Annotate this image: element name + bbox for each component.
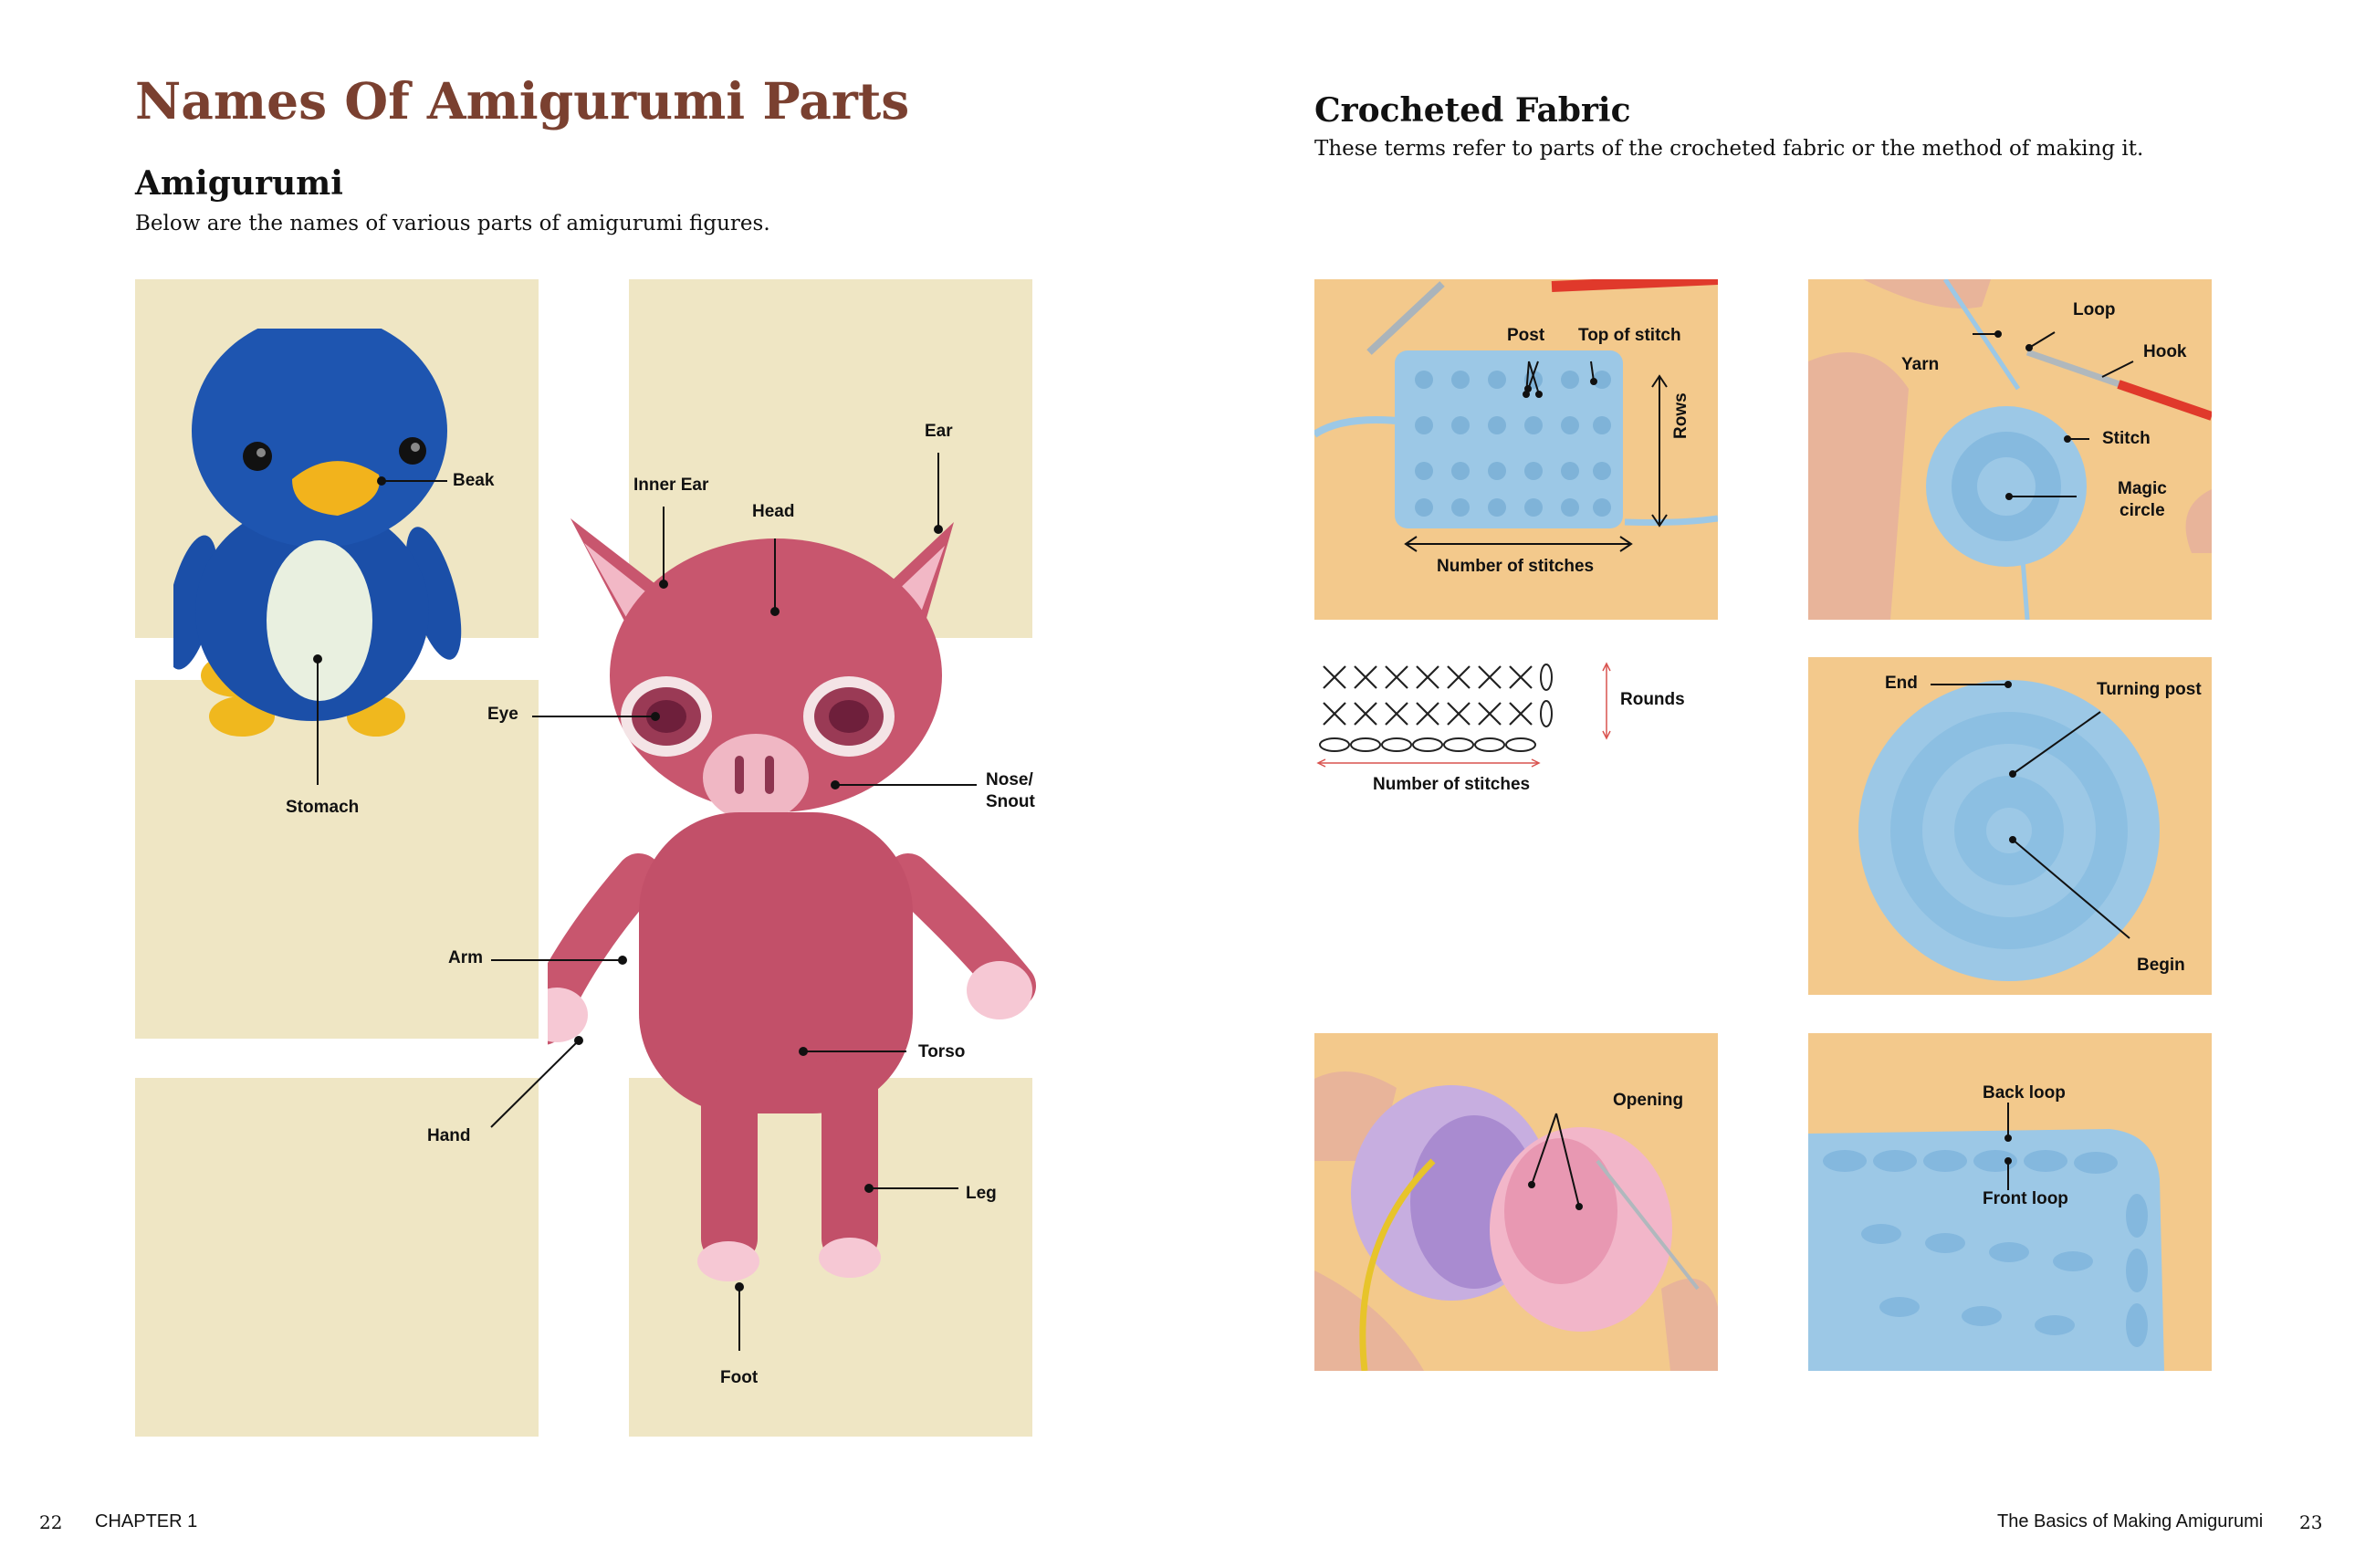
label-number-of-stitches-diagram: Number of stitches (1373, 775, 1531, 794)
running-head: The Basics of Making Amigurumi (1997, 1511, 2264, 1531)
label-foot: Foot (720, 1368, 759, 1387)
label-magic: Magic (2118, 479, 2167, 498)
label-hand: Hand (427, 1126, 471, 1145)
label-top-of-stitch: Top of stitch (1578, 326, 1681, 345)
panel-mid-left (135, 680, 539, 1039)
label-back-loop: Back loop (1983, 1083, 2066, 1103)
page-number-left: 22 (39, 1511, 63, 1533)
pig-illustration (548, 518, 1036, 1281)
section-title-crocheted-fabric: Crocheted Fabric (1314, 91, 1631, 130)
label-number-of-stitches-photo: Number of stitches (1437, 557, 1595, 576)
chapter-label: CHAPTER 1 (95, 1511, 198, 1531)
page-title: Names Of Amigurumi Parts (135, 71, 910, 131)
label-nose-line1: Nose/ (986, 770, 1033, 789)
label-rows: Rows (1671, 392, 1690, 439)
panel-bottom-left (135, 1078, 539, 1437)
penguin-illustration (173, 329, 462, 737)
label-post: Post (1507, 326, 1545, 345)
label-torso: Torso (918, 1042, 966, 1061)
label-yarn: Yarn (1901, 355, 1940, 374)
label-loop: Loop (2073, 300, 2116, 319)
label-nose-line2: Snout (986, 792, 1035, 811)
label-eye: Eye (487, 705, 518, 724)
photo-magic-circle: Loop Hook Yarn Stitch Magic circle (1808, 279, 2212, 620)
label-turning-post: Turning post (2097, 680, 2202, 699)
label-ear: Ear (925, 422, 953, 441)
label-front-loop: Front loop (1983, 1189, 2068, 1208)
label-opening: Opening (1613, 1091, 1684, 1110)
label-inner-ear: Inner Ear (633, 476, 709, 495)
photo-rows-swatch: Post Top of stitch Rows Number of stitch… (1314, 279, 1718, 620)
photo-opening: Opening (1314, 1033, 1718, 1371)
label-hook: Hook (2143, 342, 2187, 361)
photo-round-swatch: End Turning post Begin (1808, 657, 2212, 995)
section-desc-amigurumi: Below are the names of various parts of … (135, 212, 770, 235)
label-arm: Arm (448, 948, 484, 967)
label-begin: Begin (2137, 956, 2185, 975)
label-end: End (1885, 674, 1918, 693)
label-stitch: Stitch (2102, 429, 2151, 448)
label-head: Head (752, 502, 795, 521)
section-title-amigurumi: Amigurumi (135, 164, 343, 203)
section-desc-crocheted-fabric: These terms refer to parts of the croche… (1314, 137, 2144, 161)
label-leg: Leg (966, 1184, 997, 1203)
label-circle: circle (2120, 501, 2165, 520)
label-rounds: Rounds (1620, 690, 1685, 709)
label-stomach: Stomach (286, 798, 360, 817)
label-beak: Beak (453, 471, 495, 490)
stitch-diagram (1316, 662, 1611, 768)
photo-loops: Back loop Front loop (1808, 1033, 2212, 1371)
page-number-right: 23 (2299, 1511, 2323, 1533)
